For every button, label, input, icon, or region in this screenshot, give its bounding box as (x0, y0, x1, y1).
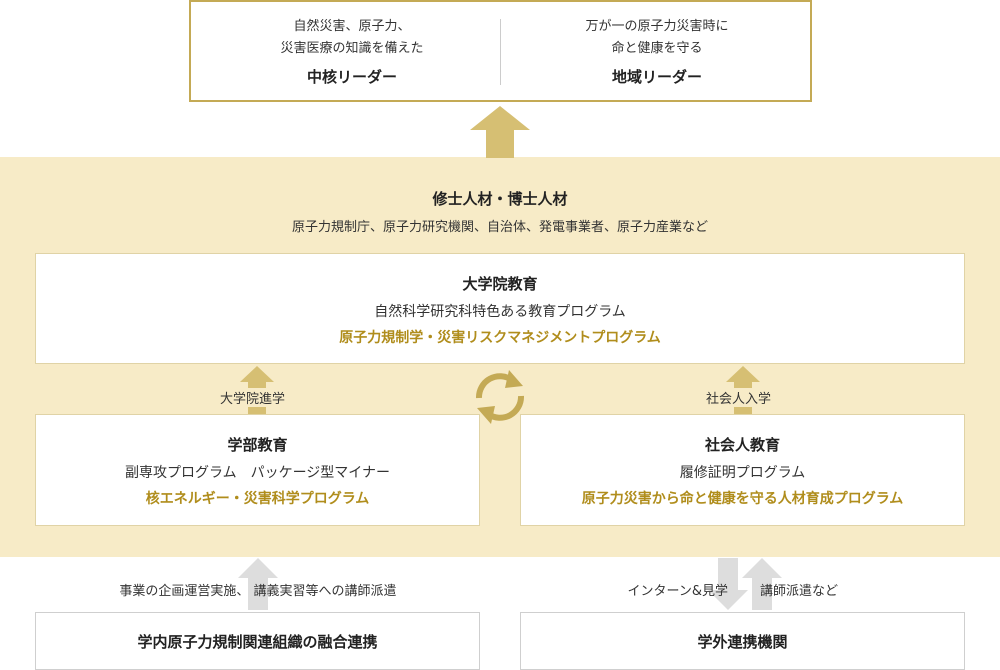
lecturer-dispatch-label: 講師派遣など (760, 584, 839, 599)
graduate-box (35, 253, 965, 364)
graduate-program: 原子力規制学・災害リスクマネジメントプログラム (339, 330, 661, 346)
undergrad-program: 核エネルギー・災害科学プログラム (145, 491, 370, 507)
regional-leader-line1: 万が一の原子力災害時に (585, 19, 729, 34)
band-subtitle: 原子力規制庁、原子力研究機関、自治体、発電事業者、原子力産業など (291, 220, 708, 235)
adult-program: 原子力災害から命と健康を守る人材育成プログラム (581, 491, 904, 507)
adult-box (520, 414, 965, 526)
adult-line: 履修証明プログラム (679, 465, 806, 481)
graduate-line: 自然科学研究科特色ある教育プログラム (374, 304, 626, 320)
arrow-label-adult: 社会人入学 (704, 388, 774, 407)
up-arrow-to-leaders-icon (470, 106, 530, 158)
up-arrow-external-icon (742, 558, 782, 610)
external-org-box (520, 612, 965, 670)
external-org-title: 学外連携機関 (697, 633, 788, 651)
undergrad-title: 学部教育 (227, 436, 288, 454)
down-arrow-external-icon (708, 558, 748, 610)
core-leader-block: 自然災害、原子力、 災害医療の知識を備えた 中核リーダー (202, 16, 502, 88)
core-leader-title: 中核リーダー (306, 68, 397, 86)
core-leader-line1: 自然災害、原子力、 (293, 19, 411, 34)
graduate-title: 大学院教育 (462, 275, 538, 293)
internship-label: インターン&見学 (627, 584, 729, 599)
internal-org-title: 学内原子力規制関連組織の融合連携 (137, 633, 378, 651)
leaders-divider (500, 19, 501, 85)
undergrad-box (35, 414, 480, 526)
arrow-label-graduate: 大学院進学 (218, 388, 288, 407)
adult-title: 社会人教育 (704, 436, 780, 454)
cycle-arrows-icon (476, 370, 524, 424)
regional-leader-title: 地域リーダー (611, 68, 702, 86)
regional-leader-line2: 命と健康を守る (611, 41, 703, 56)
internal-support-label: 事業の企画運営実施、 講義実習等への講師派遣 (119, 584, 397, 599)
band-title: 修士人材・博士人材 (432, 190, 568, 208)
internal-org-box (35, 612, 480, 670)
regional-leader-block: 万が一の原子力災害時に 命と健康を守る 地域リーダー (507, 16, 807, 88)
undergrad-line: 副専攻プログラム パッケージ型マイナー (124, 465, 391, 481)
up-arrow-internal-icon (238, 558, 278, 610)
core-leader-line2: 災害医療の知識を備えた (280, 41, 424, 56)
